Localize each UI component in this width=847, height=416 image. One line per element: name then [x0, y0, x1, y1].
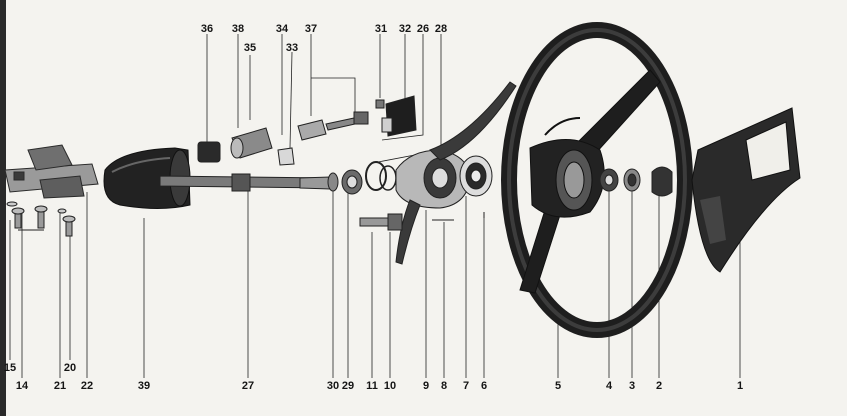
- callout-label: 33: [285, 42, 299, 54]
- callout-label: 5: [554, 380, 562, 392]
- callout-label: 10: [383, 380, 397, 392]
- callout-label: 20: [63, 362, 77, 374]
- callout-label: 32: [398, 23, 412, 35]
- lock-parts: [197, 111, 369, 166]
- horn-pad: [691, 107, 801, 273]
- callout-label: 14: [15, 380, 29, 392]
- callout-label: 34: [275, 23, 289, 35]
- left-edge-strip: [0, 0, 6, 416]
- callout-label: 27: [241, 380, 255, 392]
- column-bracket: [4, 144, 99, 199]
- callout-label: 31: [374, 23, 388, 35]
- callout-label: 15: [3, 362, 17, 374]
- callout-label: 39: [137, 380, 151, 392]
- callout-label: 26: [416, 23, 430, 35]
- column-shroud: [103, 147, 191, 209]
- callout-label: 37: [304, 23, 318, 35]
- callout-label: 30: [326, 380, 340, 392]
- callout-label: 35: [243, 42, 257, 54]
- callout-label: 28: [434, 23, 448, 35]
- callout-label: 2: [655, 380, 663, 392]
- callout-label: 22: [80, 380, 94, 392]
- callout-label: 38: [231, 23, 245, 35]
- callout-label: 36: [200, 23, 214, 35]
- callout-label: 7: [462, 380, 470, 392]
- combination-switch: [359, 81, 517, 265]
- callout-label: 4: [605, 380, 613, 392]
- steering-wheel: [501, 22, 693, 338]
- callout-label: 21: [53, 380, 67, 392]
- bracket-bolts: [6, 201, 76, 237]
- ignition-switch: [375, 95, 417, 137]
- hub-fasteners: [599, 166, 673, 197]
- leader-lines: [9, 34, 741, 378]
- bearing-set: [327, 161, 397, 195]
- callout-label: 11: [366, 380, 378, 392]
- callout-label: 6: [480, 380, 488, 392]
- callout-label: 29: [341, 380, 355, 392]
- callout-label: 8: [440, 380, 448, 392]
- callout-label: 3: [628, 380, 636, 392]
- steering-shaft: [159, 173, 331, 192]
- callout-label: 9: [422, 380, 430, 392]
- callout-label: 1: [736, 380, 744, 392]
